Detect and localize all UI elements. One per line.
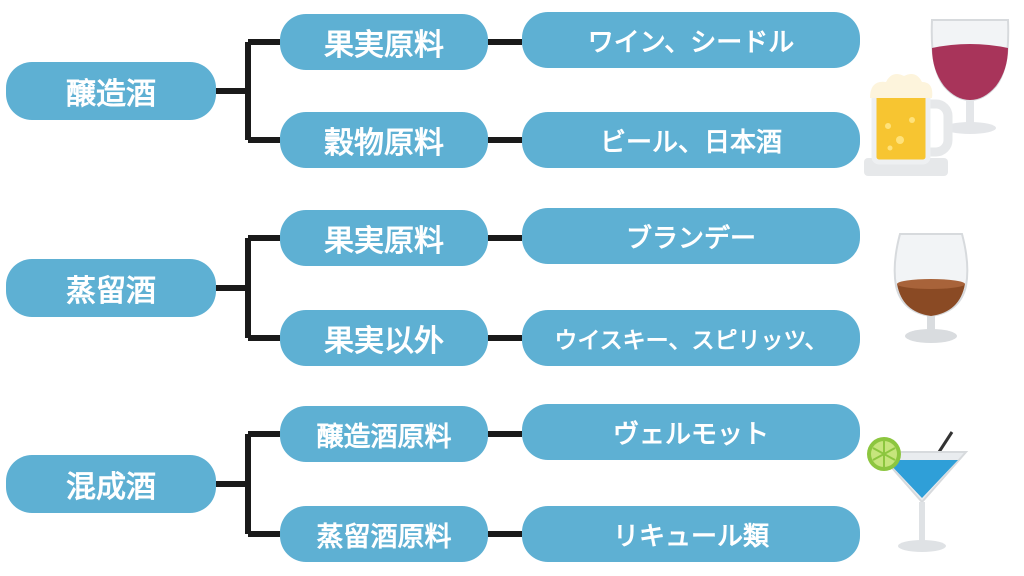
category-brewed: 醸造酒 <box>6 62 216 120</box>
subcategory-distilled-other: 果実以外 <box>280 310 488 366</box>
subcategory-compound-brewed: 醸造酒原料 <box>280 406 488 462</box>
example-brewed-fruit: ワイン、シードル <box>522 12 860 68</box>
example-compound-brewed: ヴェルモット <box>522 404 860 460</box>
subcategory-brewed-grain: 穀物原料 <box>280 112 488 168</box>
category-compound: 混成酒 <box>6 455 216 513</box>
example-compound-distilled: リキュール類 <box>522 506 860 562</box>
cocktail-glass-icon <box>867 431 969 552</box>
example-distilled-other: ウイスキー、スピリッツ、 <box>522 310 860 366</box>
example-distilled-fruit: ブランデー <box>522 208 860 264</box>
category-distilled: 蒸留酒 <box>6 259 216 317</box>
subcategory-compound-distilled: 蒸留酒原料 <box>280 506 488 562</box>
subcategory-brewed-fruit: 果実原料 <box>280 14 488 70</box>
connector-distilled <box>216 235 280 341</box>
wine-and-beer-icon <box>864 19 1010 176</box>
example-brewed-grain: ビール、日本酒 <box>522 112 860 168</box>
connector-compound <box>216 431 280 537</box>
subcategory-distilled-fruit: 果実原料 <box>280 210 488 266</box>
connector-brewed <box>216 39 280 143</box>
brandy-glass-icon <box>893 233 969 343</box>
